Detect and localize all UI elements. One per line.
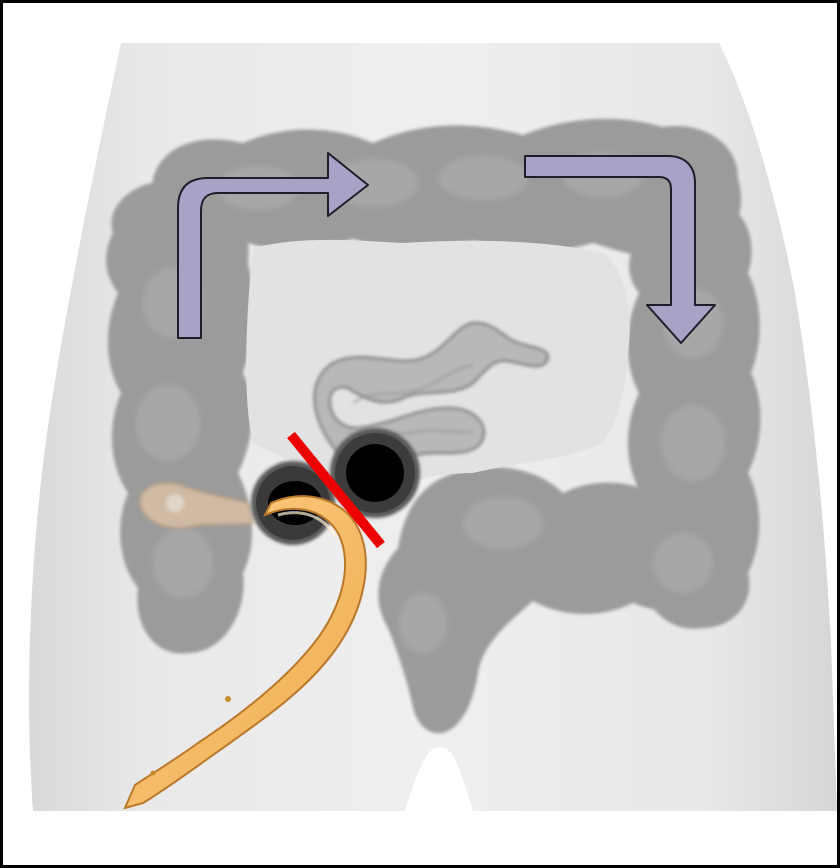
colon-diagram — [3, 3, 837, 865]
